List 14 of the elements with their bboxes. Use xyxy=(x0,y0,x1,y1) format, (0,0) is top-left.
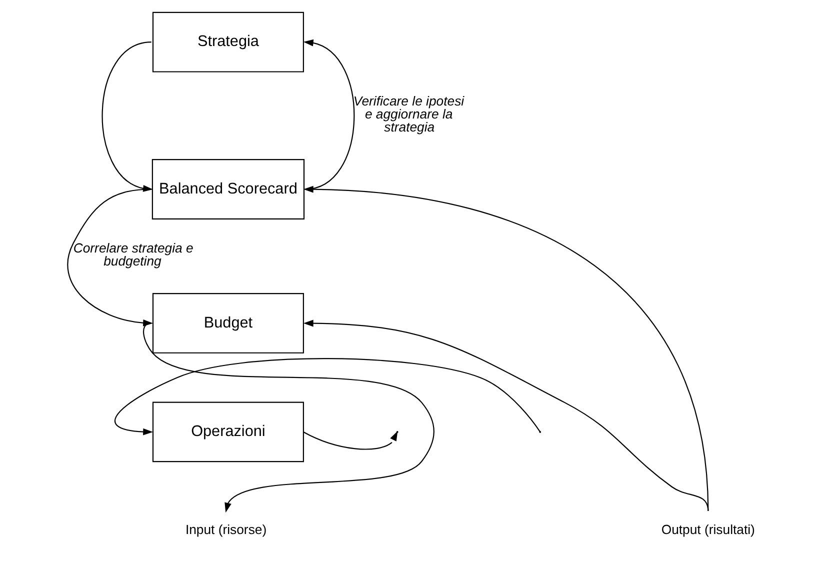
arrow xyxy=(303,320,709,512)
node-text: Output (risultati) xyxy=(661,522,755,538)
node-box: Balanced Scorecard xyxy=(152,159,305,220)
arrow xyxy=(114,358,540,436)
arrow xyxy=(143,322,434,513)
node-box: Strategia xyxy=(152,12,304,72)
arrow xyxy=(303,186,709,512)
arrow xyxy=(303,39,355,190)
edge-label: Verificare le ipotesi e aggiornare la strategia xyxy=(353,93,464,135)
node-box: Operazioni xyxy=(152,402,304,462)
node-text: Input (risorse) xyxy=(185,522,267,538)
edge-label: Correlare strategia e budgeting xyxy=(73,240,194,269)
arrow xyxy=(303,431,398,450)
node-box: Budget xyxy=(152,293,304,354)
